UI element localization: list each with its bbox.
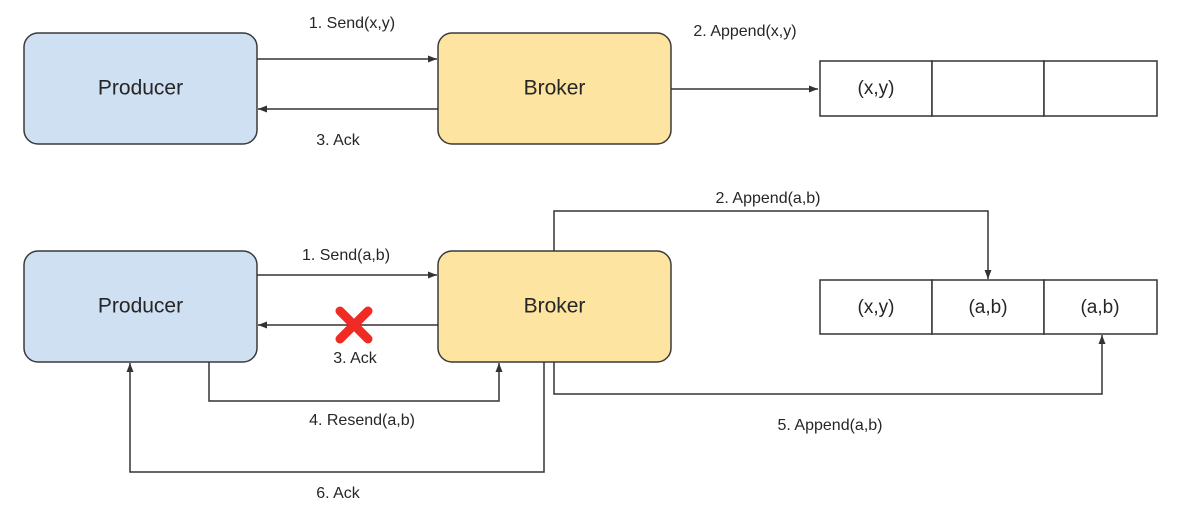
bottom-log-cell	[819, 279, 933, 335]
bottom-scenario: Producer Broker 1. Send(a,b) 3. Ack 2. A…	[23, 190, 1158, 502]
bottom-ack-final-label: 6. Ack	[316, 485, 361, 502]
top-ack-label: 3. Ack	[316, 132, 361, 149]
bottom-append-second-label: 5. Append(a,b)	[778, 417, 883, 434]
bottom-append-second-arrow	[553, 335, 1106, 395]
top-scenario: Producer Broker 1. Send(x,y) 3. Ack 2. A…	[23, 15, 1158, 149]
top-log: (x,y)	[819, 60, 1158, 117]
top-append-label: 2. Append(x,y)	[693, 23, 796, 40]
top-send-label: 1. Send(x,y)	[309, 15, 395, 32]
top-producer-label: Producer	[98, 77, 183, 100]
top-log-cell	[1043, 60, 1158, 117]
bottom-ack-final-arrow	[126, 362, 545, 473]
bottom-resend-arrow	[208, 362, 503, 402]
top-producer-box	[23, 32, 258, 145]
bottom-ack-failed-label: 3. Ack	[333, 350, 378, 367]
bottom-log-cell	[1043, 279, 1158, 335]
bottom-producer-label: Producer	[98, 295, 183, 318]
bottom-log-cell-label: (a,b)	[968, 297, 1007, 318]
bottom-resend-label: 4. Resend(a,b)	[309, 412, 415, 429]
bottom-append-first-label: 2. Append(a,b)	[716, 190, 821, 207]
bottom-append-first-arrow	[553, 210, 992, 279]
bottom-log-cell-label: (x,y)	[858, 297, 895, 318]
bottom-log-cell	[931, 279, 1045, 335]
bottom-broker-label: Broker	[524, 295, 586, 318]
top-log-cell	[931, 60, 1045, 117]
top-log-cell-label: (x,y)	[858, 78, 895, 99]
top-broker-label: Broker	[524, 77, 586, 100]
bottom-send-label: 1. Send(a,b)	[302, 247, 390, 264]
bottom-log: (x,y) (a,b) (a,b)	[819, 279, 1158, 335]
bottom-producer-box	[23, 250, 258, 363]
x-mark-icon	[335, 306, 373, 344]
bottom-log-cell-label: (a,b)	[1080, 297, 1119, 318]
